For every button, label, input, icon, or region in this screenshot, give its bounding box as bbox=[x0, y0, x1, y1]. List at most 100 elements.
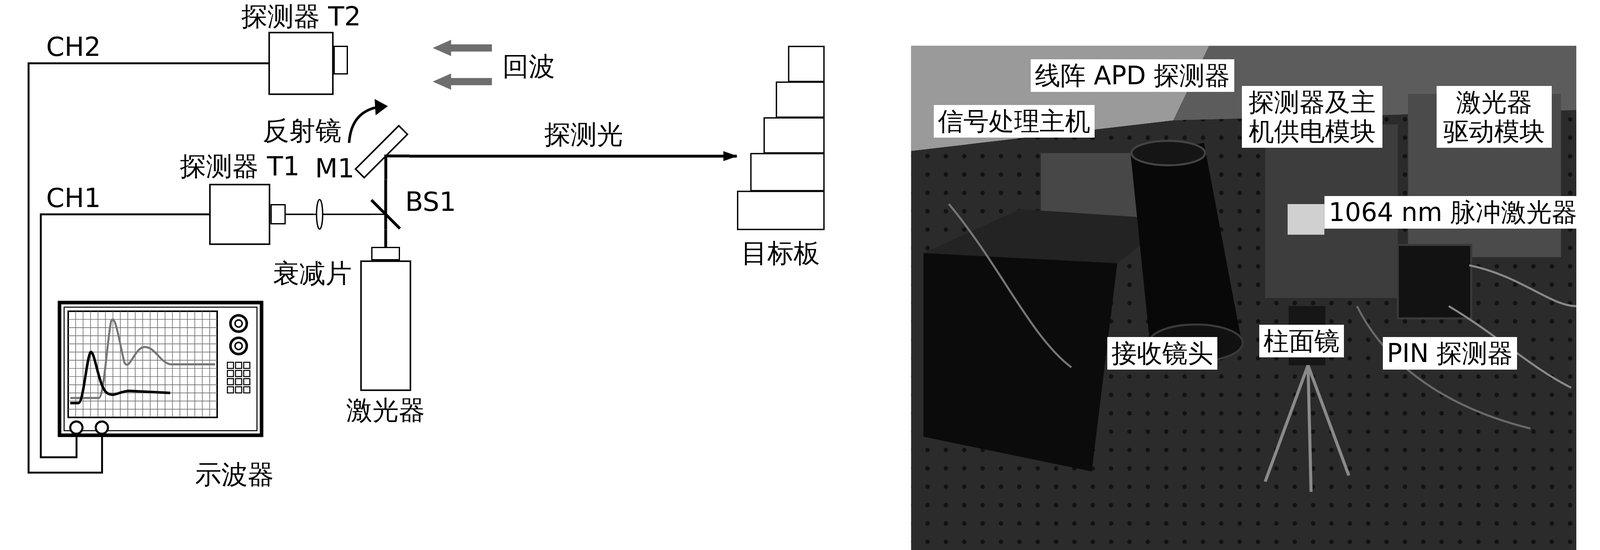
photo-label: 柱面镜 bbox=[1263, 326, 1340, 356]
oscilloscope-drawing-part bbox=[68, 311, 218, 418]
echo-arrows-part bbox=[432, 73, 451, 91]
att-shape-part bbox=[316, 199, 323, 229]
free-label: 回波 bbox=[502, 53, 555, 80]
oscilloscope-drawing bbox=[57, 300, 264, 437]
lab-photo-part bbox=[911, 45, 1577, 550]
oscilloscope-drawing-part bbox=[243, 386, 250, 393]
oscilloscope-drawing-part bbox=[243, 378, 250, 385]
target-shape-part bbox=[764, 118, 824, 154]
oscilloscope-drawing-part bbox=[82, 311, 84, 418]
oscilloscope-drawing-part bbox=[230, 315, 248, 332]
part-label: 探测器 T1 bbox=[179, 153, 300, 180]
target-shape-part bbox=[737, 191, 824, 230]
oscilloscope-drawing-part bbox=[59, 302, 262, 436]
photo-label: 激光器 驱动模块 bbox=[1440, 87, 1548, 147]
lab-photo-part bbox=[948, 204, 1072, 368]
lab-photo bbox=[911, 45, 1577, 550]
oscilloscope-drawing-part bbox=[235, 320, 243, 328]
oscilloscope-drawing-part bbox=[227, 378, 234, 385]
connector bbox=[409, 154, 737, 158]
part-label: M1 bbox=[314, 155, 355, 182]
att-shape bbox=[314, 198, 325, 230]
photo-label-box: 1064 nm 脉冲激光器 bbox=[1324, 195, 1582, 229]
oscilloscope-drawing-part bbox=[68, 408, 218, 410]
part-label: 反射镜 bbox=[262, 117, 342, 144]
oscilloscope-drawing-part bbox=[68, 384, 218, 385]
oscilloscope-drawing-part bbox=[227, 386, 234, 393]
bs-shape-part bbox=[371, 199, 400, 229]
oscilloscope-drawing-part bbox=[142, 311, 144, 418]
oscilloscope-drawing-part bbox=[97, 311, 99, 418]
lab-photo-part bbox=[1307, 365, 1311, 492]
bs-shape bbox=[370, 198, 401, 230]
mirror-symbol: 反射镜M1 bbox=[362, 132, 410, 180]
photo-label: 接收镜头 bbox=[1111, 338, 1214, 368]
lab-photo-part bbox=[1287, 204, 1325, 235]
oscilloscope-drawing-part bbox=[243, 362, 250, 369]
det-shape bbox=[268, 31, 334, 95]
laser-shape bbox=[360, 260, 412, 392]
echo-arrows-part bbox=[449, 77, 492, 86]
lab-photo-part bbox=[1357, 306, 1531, 429]
oscilloscope-drawing-part bbox=[68, 400, 218, 402]
part-label: 衰减片 bbox=[273, 260, 352, 287]
photo-label-box: 信号处理主机 bbox=[933, 104, 1095, 138]
connector-stub bbox=[333, 45, 348, 75]
echo-arrows-part bbox=[432, 39, 451, 57]
oscilloscope-drawing-part bbox=[68, 359, 218, 361]
laser-shape-part bbox=[361, 261, 411, 391]
oscilloscope-drawing-part bbox=[227, 370, 234, 377]
oscilloscope-drawing-part bbox=[68, 335, 218, 336]
photo-label-box: 探测器及主 机供电模块 bbox=[1241, 85, 1383, 148]
lab-photo-part bbox=[1130, 142, 1241, 353]
oscilloscope-drawing-part bbox=[157, 311, 158, 418]
rotation-arrow-part bbox=[349, 107, 378, 143]
oscilloscope-drawing-part bbox=[227, 362, 234, 369]
oscilloscope-drawing-part bbox=[235, 378, 242, 385]
oscilloscope-drawing-part bbox=[70, 319, 216, 399]
oscilloscope-drawing-part bbox=[235, 386, 242, 393]
oscilloscope-drawing-part bbox=[135, 311, 136, 418]
photo-label: 探测器及主 机供电模块 bbox=[1246, 87, 1379, 147]
lab-photo-part bbox=[1307, 365, 1349, 476]
oscilloscope-drawing-part bbox=[120, 311, 121, 418]
detector-box: 探测器 T1 bbox=[209, 183, 271, 246]
part-label: 示波器 bbox=[195, 461, 274, 488]
photo-label-box: PIN 探测器 bbox=[1382, 336, 1518, 370]
oscilloscope-drawing-part bbox=[75, 311, 76, 418]
oscilloscope-drawing-part bbox=[68, 368, 218, 369]
connector-stub bbox=[270, 204, 286, 225]
lab-photo-part bbox=[1131, 140, 1206, 166]
lab-photo-part bbox=[1397, 244, 1472, 319]
oscilloscope-drawing-part bbox=[149, 311, 151, 418]
attenuator-symbol: 衰减片 bbox=[314, 198, 325, 230]
rotation-arrow-part bbox=[374, 99, 388, 116]
oscilloscope-drawing-part bbox=[68, 319, 218, 320]
mirror-shape-part bbox=[385, 156, 409, 180]
mirror-shape-part bbox=[355, 125, 408, 178]
edge-label: CH2 bbox=[44, 33, 103, 61]
part-label: BS1 bbox=[405, 188, 456, 216]
oscilloscope-drawing-part bbox=[235, 362, 242, 369]
oscilloscope-drawing-part bbox=[112, 311, 114, 418]
connector bbox=[384, 179, 388, 199]
oscilloscope-drawing-part bbox=[70, 421, 83, 434]
lab-photo-part bbox=[923, 253, 1118, 472]
photo-label-box: 柱面镜 bbox=[1259, 324, 1344, 358]
part-label: 探测器 T2 bbox=[241, 3, 362, 30]
oscilloscope-drawing-part bbox=[165, 311, 166, 418]
oscilloscope-drawing-part bbox=[68, 343, 218, 345]
lab-photo-part bbox=[1469, 265, 1577, 307]
edge-label: 探测光 bbox=[542, 121, 625, 148]
oscilloscope: 示波器 bbox=[57, 300, 264, 437]
edge-label: CH1 bbox=[44, 184, 103, 212]
photo-label: 1064 nm 脉冲激光器 bbox=[1328, 197, 1578, 227]
photo-label-box: 线阵 APD 探测器 bbox=[1030, 59, 1235, 92]
oscilloscope-drawing-part bbox=[230, 337, 248, 355]
target-shape-part bbox=[776, 82, 824, 118]
echo-arrows-part bbox=[449, 44, 492, 52]
photo-label: 信号处理主机 bbox=[937, 106, 1091, 136]
connector bbox=[28, 63, 269, 473]
photo-label-box: 激光器 驱动模块 bbox=[1436, 85, 1552, 148]
det-shape-part bbox=[269, 32, 333, 95]
